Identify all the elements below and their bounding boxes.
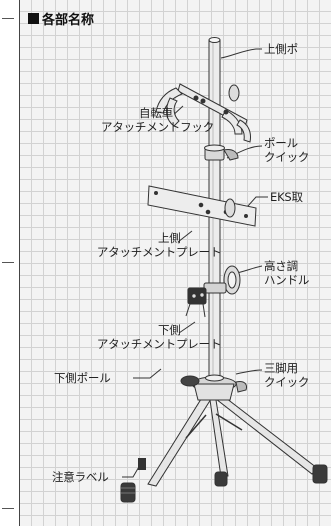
caution-label-sticker xyxy=(138,458,146,470)
tripod-leg-left xyxy=(147,395,212,487)
label-height-handle-line1: 高さ調 xyxy=(264,259,298,273)
label-lower-plate-line1: 下側 xyxy=(158,323,181,337)
label-eks: EKS取 xyxy=(270,190,303,204)
label-bike-hook-line2: アタッチメントフック xyxy=(101,120,214,134)
label-lower-plate: 下側 アタッチメントプレート xyxy=(94,323,224,351)
margin-tick-middle xyxy=(2,262,14,263)
label-pole-quick: ポール クイック xyxy=(264,136,309,164)
margin-tick-top xyxy=(2,18,14,19)
tripod-feet xyxy=(120,464,328,503)
leader-tripod-quick xyxy=(235,369,263,375)
label-pole-quick-line2: クイック xyxy=(264,150,310,164)
label-tripod-quick-line2: クイック xyxy=(264,375,310,389)
label-lower-pole: 下側ポール xyxy=(54,371,111,385)
square-bullet-icon xyxy=(28,13,39,24)
leader-caution-label xyxy=(122,464,141,478)
label-upper-plate-line1: 上側 xyxy=(158,231,181,245)
label-upper-plate: 上側 アタッチメントプレート xyxy=(94,231,224,259)
label-height-handle-line2: ハンドル xyxy=(264,273,310,287)
label-lower-plate-line2: アタッチメントプレート xyxy=(96,337,222,351)
lower-attachment-plate xyxy=(185,287,207,318)
leader-lower-plate xyxy=(178,321,196,334)
leader-upper-plate xyxy=(177,230,193,243)
label-upper-plate-line2: アタッチメントプレート xyxy=(96,245,222,259)
label-pole-quick-line1: ポール xyxy=(264,136,298,150)
tripod-leg-center xyxy=(209,399,229,478)
section-title-text: 各部名称 xyxy=(42,13,95,28)
label-tripod-quick-line1: 三脚用 xyxy=(264,361,298,375)
tripod-hub xyxy=(180,374,247,401)
section-title: 各部名称 xyxy=(28,9,94,28)
label-caution: 注意ラベル xyxy=(52,470,109,484)
margin-tick-bottom xyxy=(2,508,14,509)
bike-attachment-hook xyxy=(155,83,251,143)
label-bike-hook-line1: 自転車 xyxy=(139,106,173,120)
label-bike-hook: 自転車 アタッチメントフック xyxy=(101,106,214,134)
pole-quick-clamp xyxy=(204,144,239,161)
label-tripod-quick: 三脚用 クイック xyxy=(264,361,309,389)
label-height-handle: 高さ調 ハンドル xyxy=(264,259,309,287)
leader-lower-pole xyxy=(133,368,162,379)
leader-upper-pole xyxy=(220,48,262,59)
tripod-leg-right xyxy=(215,394,318,475)
label-upper-pole: 上側ポ xyxy=(264,42,298,56)
height-adjust-handle xyxy=(203,265,241,295)
upper-attachment-plate xyxy=(147,185,257,227)
